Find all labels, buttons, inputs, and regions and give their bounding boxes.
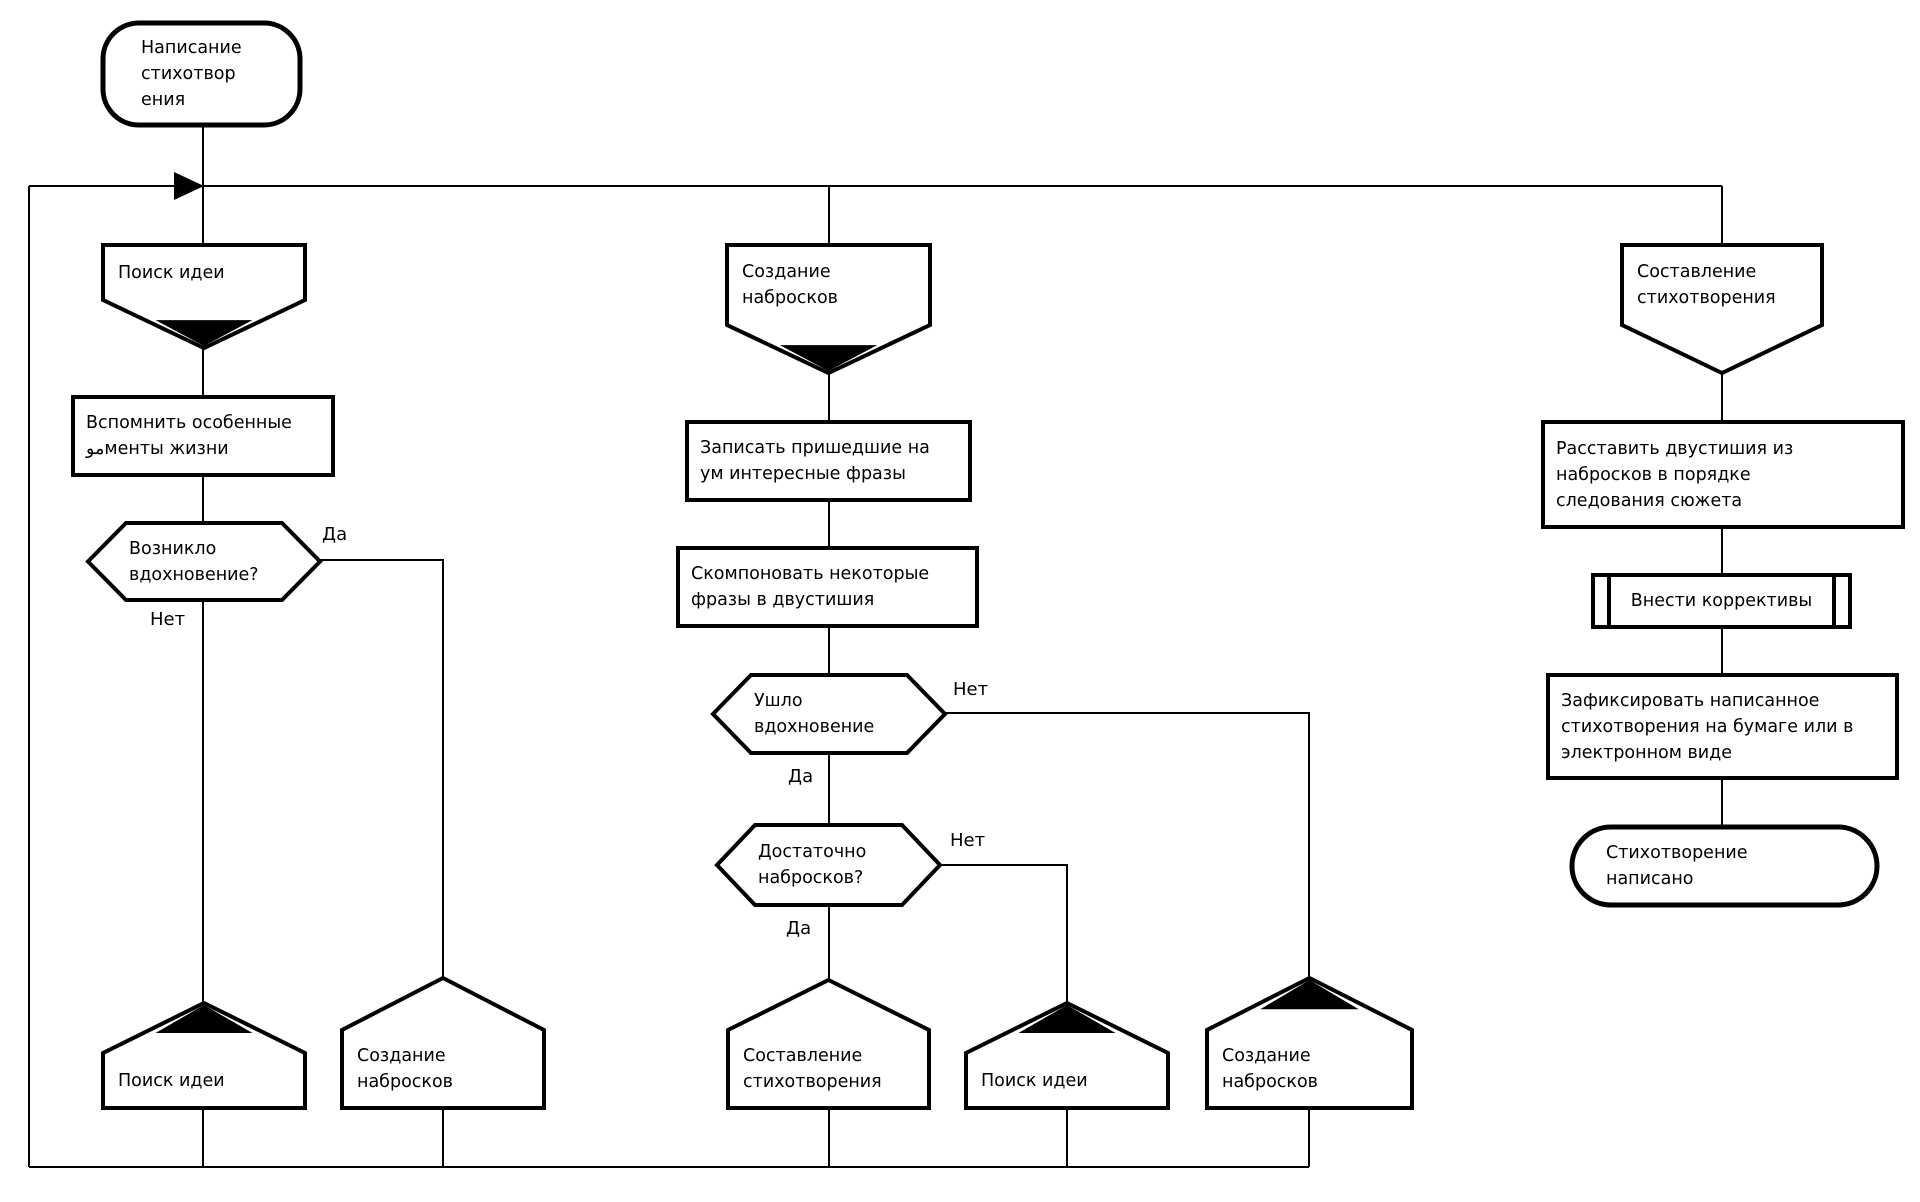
offpage-bottom-poisk-idei-1-shape bbox=[101, 1000, 307, 1110]
connector-net-ushlo-right-down bbox=[945, 712, 1310, 1005]
offpage-bottom-sozdanie-1-shape bbox=[340, 975, 546, 1110]
process-zafiksirovat-shape bbox=[1546, 673, 1899, 780]
end-terminator-shape bbox=[1569, 824, 1880, 908]
offpage-top-poisk-idei-shape bbox=[101, 243, 307, 351]
connector-net-dostatochno-right-down bbox=[940, 864, 1068, 1005]
offpage-bottom-poisk-idei-2-shape bbox=[964, 1000, 1170, 1110]
offpage-top-poisk-idei-arrow-triangle bbox=[155, 320, 253, 346]
process-skomponovat-frazy-shape bbox=[676, 546, 979, 628]
process-zapisat-frazy-shape bbox=[685, 420, 972, 502]
rail-arrowhead bbox=[174, 172, 204, 200]
offpage-bottom-sozdanie-2-arrow-triangle bbox=[1260, 980, 1359, 1010]
offpage-bottom-poisk-idei-1-arrow-triangle bbox=[155, 1005, 253, 1033]
offpage-top-sostavlenie-shape bbox=[1620, 243, 1824, 376]
decision-vozniklo-vdohnovenie-shape bbox=[85, 521, 323, 602]
decision-dostatochno-nabroskov-shape bbox=[714, 823, 943, 907]
offpage-bottom-poisk-idei-2-arrow-triangle bbox=[1018, 1005, 1116, 1033]
offpage-top-sozdanie-nabroskov-shape bbox=[725, 243, 932, 376]
offpage-top-sozdanie-nabroskov-arrow-triangle bbox=[779, 345, 878, 371]
offpage-bottom-sozdanie-2-shape bbox=[1205, 975, 1414, 1110]
connector-da-vozniklo-right-down bbox=[320, 559, 444, 980]
offpage-bottom-sostavlenie-shape bbox=[726, 977, 931, 1110]
process-rasstavit-dvustishiya-shape bbox=[1541, 420, 1905, 529]
predefined-vnesti-korrektivy-shape bbox=[1591, 573, 1852, 629]
start-terminator-shape bbox=[100, 20, 303, 128]
process-vspomnit-momenty-shape bbox=[71, 395, 335, 477]
decision-ushlo-vdohnovenie-shape bbox=[710, 673, 948, 755]
